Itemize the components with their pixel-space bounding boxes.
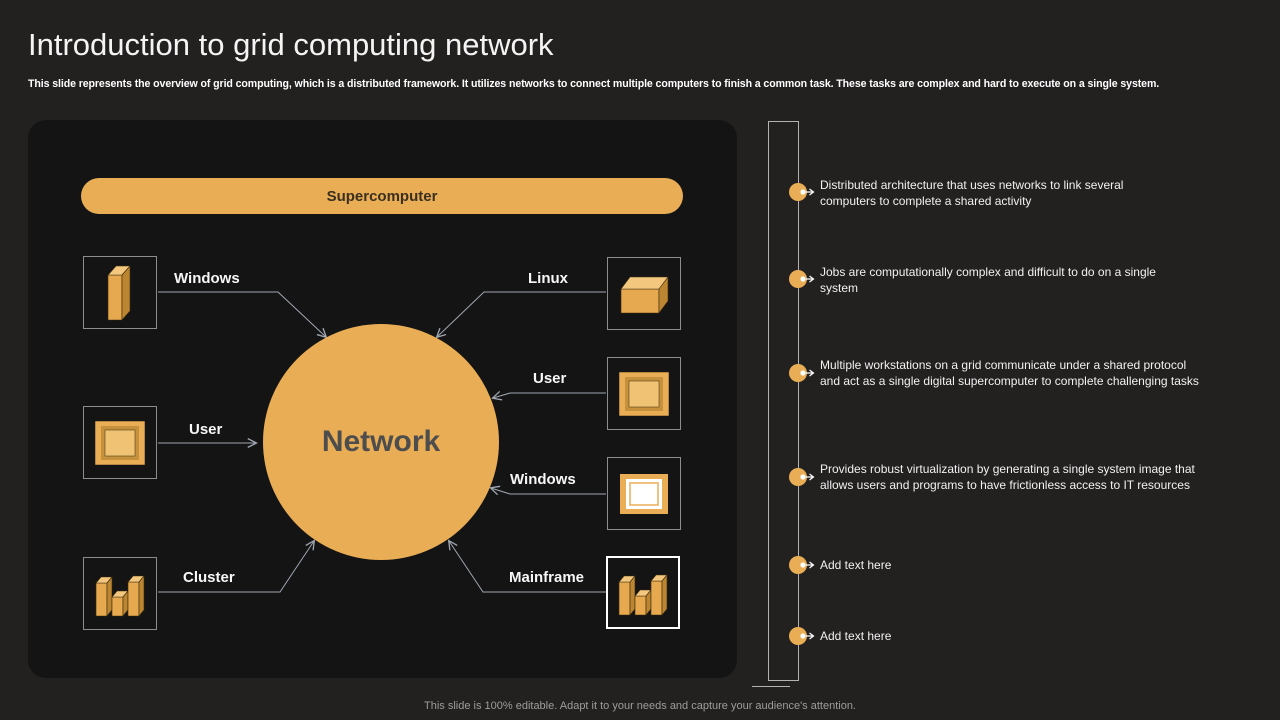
bullet-marker-icon <box>789 468 819 486</box>
node-linux <box>607 257 681 330</box>
node-label-user-left: User <box>189 421 223 438</box>
server-tower-icon <box>107 264 131 321</box>
bullet-marker-icon <box>789 183 819 201</box>
bullet-marker-icon <box>789 270 819 288</box>
node-cluster <box>83 557 157 630</box>
node-label-cluster: Cluster <box>183 569 235 586</box>
timeline-bar-base <box>752 686 790 687</box>
timeline-bar <box>768 121 799 681</box>
node-label-windows-right: Windows <box>510 471 576 488</box>
bullet-text: Add text here <box>820 558 892 572</box>
footer-note: This slide is 100% editable. Adapt it to… <box>424 700 856 712</box>
supercomputer-label: Supercomputer <box>326 187 438 205</box>
node-label-user-right: User <box>533 370 567 387</box>
server-bars-icon <box>95 574 145 617</box>
bullet-item: Jobs are computationally complex and dif… <box>820 264 1250 296</box>
bullet-text: Distributed architecture that uses netwo… <box>820 178 1124 208</box>
supercomputer-pill: Supercomputer <box>81 178 683 214</box>
node-label-linux: Linux <box>528 270 568 287</box>
bullet-text: Jobs are computationally complex and dif… <box>820 265 1156 295</box>
bullet-item: Distributed architecture that uses netwo… <box>820 177 1250 209</box>
frame-icon <box>619 371 669 416</box>
node-user-left <box>83 406 157 479</box>
node-windows-right <box>607 457 681 530</box>
bullet-marker-icon <box>789 556 819 574</box>
bullet-text: Add text here <box>820 629 892 643</box>
bullet-item: Provides robust virtualization by genera… <box>820 461 1250 493</box>
bullet-text: Provides robust virtualization by genera… <box>820 462 1195 492</box>
node-label-windows-left: Windows <box>174 270 240 287</box>
window-icon <box>620 473 668 514</box>
slide-subtitle: This slide represents the overview of gr… <box>28 78 1160 90</box>
bullet-marker-icon <box>789 627 819 645</box>
node-user-right <box>607 357 681 430</box>
bullet-item: Add text here <box>820 628 1250 644</box>
server-bars-icon <box>618 573 668 616</box>
frame-icon <box>95 420 145 465</box>
box-3d-icon <box>620 275 669 314</box>
network-label: Network <box>321 425 441 458</box>
network-circle: Network <box>263 324 499 560</box>
bullet-text: Multiple workstations on a grid communic… <box>820 358 1199 388</box>
bullet-item: Multiple workstations on a grid communic… <box>820 357 1250 389</box>
bullet-marker-icon <box>789 364 819 382</box>
node-windows-left <box>83 256 157 329</box>
node-label-mainframe: Mainframe <box>509 569 585 586</box>
node-mainframe <box>606 556 680 629</box>
page-title: Introduction to grid computing network <box>28 27 554 62</box>
bullet-item: Add text here <box>820 557 1250 573</box>
